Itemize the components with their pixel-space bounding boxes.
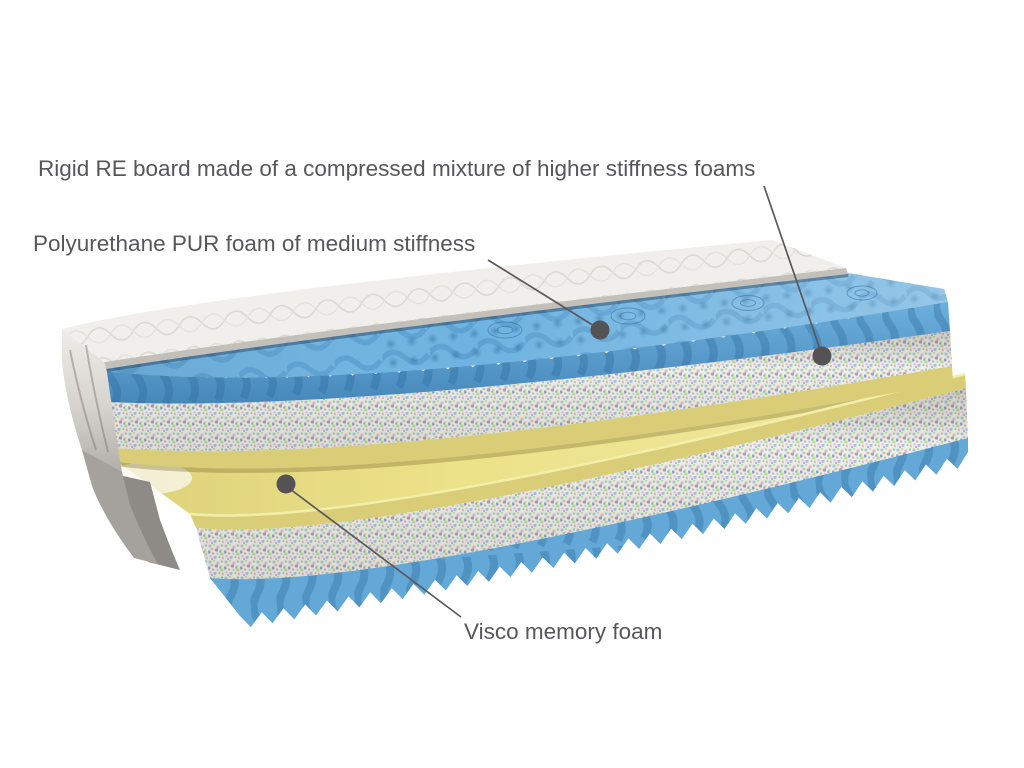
callout-dot-pur-foam — [590, 320, 610, 340]
re-board-shading — [196, 388, 968, 580]
callout-dot-visco-foam — [276, 474, 296, 494]
bottom-mattress-base-foam-texture — [210, 438, 968, 628]
callout-dot-rigid-re-board — [812, 346, 832, 366]
rosette-motifs — [487, 285, 878, 339]
bottom-mattress-shadow — [119, 379, 952, 473]
top-mattress-visco-layer-front — [115, 366, 953, 469]
callouts — [285, 185, 823, 618]
leader-line-visco-foam — [285, 485, 462, 618]
top-mattress-pur-foam-front-texture — [103, 300, 950, 404]
top-mattress-cover-drape — [62, 329, 122, 472]
label-rigid-re-board: Rigid RE board made of a compressed mixt… — [38, 156, 756, 181]
drape-fold-lines — [69, 344, 109, 453]
re-board-shading-top — [110, 331, 952, 452]
leader-line-pur-foam — [487, 259, 600, 330]
bottom-mattress — [96, 372, 968, 628]
top-mattress-cover-drape-lower — [82, 450, 158, 564]
leader-line-rigid-re-board — [763, 185, 823, 356]
cover-quilt-texture — [62, 240, 846, 362]
label-pur-foam: Polyurethane PUR foam of medium stiffnes… — [33, 231, 476, 256]
label-visco-foam: Visco memory foam — [464, 619, 663, 644]
bottom-mattress-visco-layer-top — [118, 374, 965, 516]
top-mattress-cover-edge — [104, 268, 848, 369]
yellow-edge-highlight — [189, 372, 966, 517]
